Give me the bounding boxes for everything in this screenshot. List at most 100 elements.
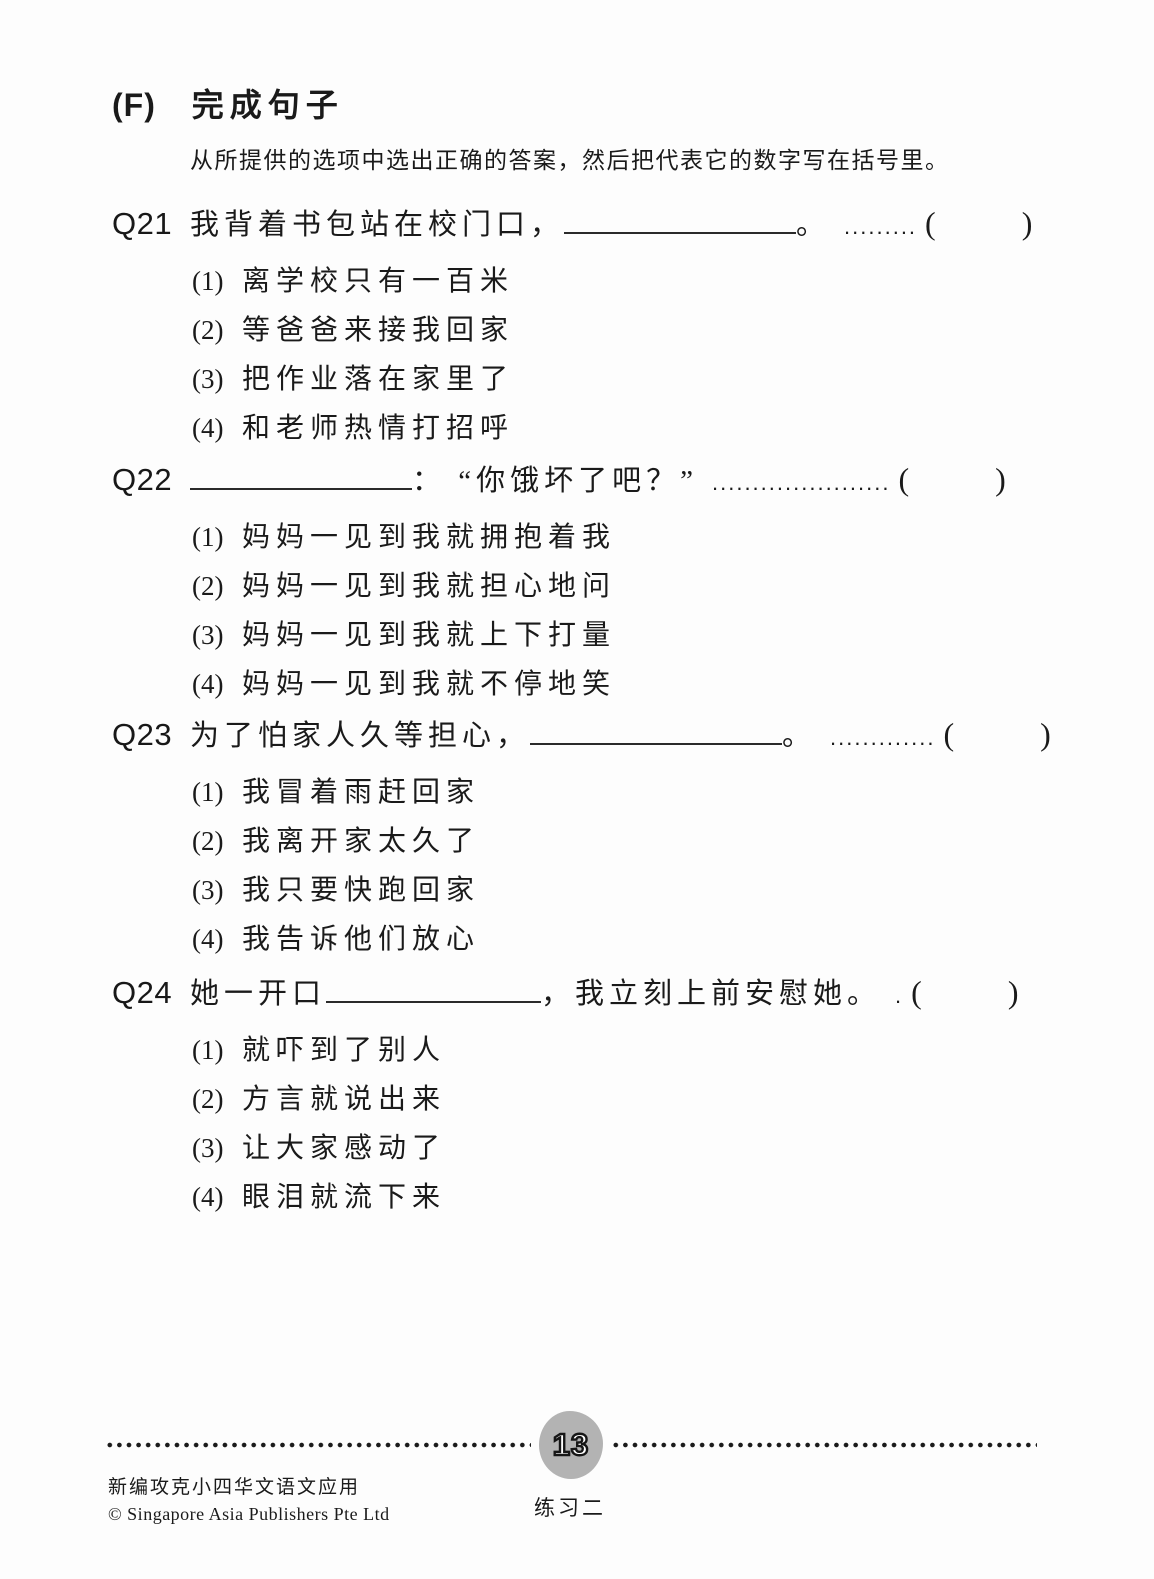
option-row: (2) 我离开家太久了 — [192, 819, 1072, 868]
options-list: (1) 我冒着雨赶回家 (2) 我离开家太久了 (3) 我只要快跑回家 (4) 我告诉他… — [192, 770, 1072, 966]
question-block-q24: Q24 她一开口 ，我立刻上前安慰她。. () (1) 就吓到了别人 (2) 方言就说出来… — [112, 969, 1072, 1224]
option-number: (2) — [192, 571, 224, 601]
exercise-label: 练习二 — [534, 1496, 606, 1520]
option-row: (3) 妈妈一见到我就上下打量 — [192, 613, 1072, 662]
option-row: (2) 等爸爸来接我回家 — [192, 308, 1072, 357]
option-text: 妈妈一见到我就不停地笑 — [242, 669, 617, 700]
options-list: (1) 就吓到了别人 (2) 方言就说出来 (3) 让大家感动了 (4) 眼泪就流下来 — [192, 1028, 1072, 1224]
option-text: 妈妈一见到我就上下打量 — [242, 620, 617, 651]
option-row: (1) 离学校只有一百米 — [192, 259, 1072, 308]
question-line: Q21 我背着书包站在校门口， 。......... () — [112, 200, 1072, 253]
answer-paren-open: ( — [898, 461, 910, 497]
option-text: 方言就说出来 — [242, 1084, 447, 1115]
option-text: 我离开家太久了 — [242, 826, 481, 857]
question-pre-text: 为了怕家人久等担心， — [190, 720, 531, 752]
option-number: (1) — [192, 266, 224, 296]
option-number: (2) — [192, 1084, 224, 1114]
question-block-q21: Q21 我背着书包站在校门口， 。......... () (1) 离学校只有一百米 (… — [112, 200, 1072, 455]
question-pre-text: 她一开口 — [190, 978, 327, 1010]
dotted-rule-left — [105, 1442, 531, 1448]
section-label: (F) — [112, 87, 156, 123]
option-text: 我冒着雨赶回家 — [242, 777, 481, 808]
option-text: 等爸爸来接我回家 — [242, 315, 515, 346]
option-number: (1) — [192, 522, 224, 552]
option-number: (4) — [192, 1182, 224, 1212]
answer-paren-open: ( — [911, 974, 922, 1010]
option-text: 让大家感动了 — [242, 1133, 447, 1164]
question-number: Q22 — [112, 462, 173, 497]
footer-divider: 13 — [105, 1410, 1037, 1480]
question-number: Q21 — [112, 206, 173, 241]
question-post-text: ： “你饿坏了吧？” — [412, 465, 698, 497]
leader-dots: . — [895, 983, 904, 1008]
option-number: (2) — [192, 315, 224, 345]
section-instruction: 从所提供的选项中选出正确的答案，然后把代表它的数字写在括号里。 — [190, 147, 950, 173]
question-line: Q24 她一开口 ，我立刻上前安慰她。. () — [112, 969, 1072, 1022]
option-number: (3) — [192, 620, 224, 650]
footer-imprint: 新编攻克小四华文语文应用 © Singapore Asia Publishers… — [108, 1474, 390, 1528]
option-row: (4) 和老师热情打招呼 — [192, 406, 1072, 455]
answer-blank — [190, 473, 412, 490]
option-text: 妈妈一见到我就拥抱着我 — [242, 522, 617, 553]
question-number: Q24 — [112, 975, 173, 1010]
leader-dots: ............. — [830, 725, 936, 750]
question-line: Q22 ： “你饿坏了吧？”...................... () — [112, 456, 1072, 509]
option-text: 我告诉他们放心 — [242, 924, 481, 955]
page-number-badge: 13 — [539, 1411, 603, 1479]
option-number: (3) — [192, 1133, 224, 1163]
dotted-rule-right — [611, 1442, 1037, 1448]
option-row: (3) 我只要快跑回家 — [192, 868, 1072, 917]
option-text: 把作业落在家里了 — [242, 364, 515, 395]
option-text: 离学校只有一百米 — [242, 266, 515, 297]
option-text: 妈妈一见到我就担心地问 — [242, 571, 617, 602]
leader-dots: ...................... — [712, 470, 891, 495]
answer-paren-close: ) — [1040, 716, 1051, 752]
option-number: (3) — [192, 364, 224, 394]
option-text: 我只要快跑回家 — [242, 875, 481, 906]
answer-blank — [564, 217, 797, 234]
question-post-text: 。 — [782, 720, 817, 752]
option-row: (1) 就吓到了别人 — [192, 1028, 1072, 1077]
option-text: 就吓到了别人 — [242, 1035, 447, 1066]
options-list: (1) 妈妈一见到我就拥抱着我 (2) 妈妈一见到我就担心地问 (3) 妈妈一见到我就… — [192, 515, 1072, 711]
option-row: (4) 我告诉他们放心 — [192, 917, 1072, 966]
option-text: 眼泪就流下来 — [242, 1182, 447, 1213]
question-post-text: ，我立刻上前安慰她。 — [541, 978, 882, 1010]
option-number: (4) — [192, 924, 224, 954]
question-block-q22: Q22 ： “你饿坏了吧？”...................... () (1… — [112, 456, 1072, 711]
book-title: 新编攻克小四华文语文应用 — [108, 1477, 361, 1498]
copyright-line: © Singapore Asia Publishers Pte Ltd — [108, 1504, 390, 1524]
option-number: (3) — [192, 875, 224, 905]
answer-paren-open: ( — [925, 205, 936, 241]
option-row: (3) 让大家感动了 — [192, 1126, 1072, 1175]
question-number: Q23 — [112, 717, 173, 752]
option-row: (1) 我冒着雨赶回家 — [192, 770, 1072, 819]
question-line: Q23 为了怕家人久等担心， 。............. () — [112, 711, 1072, 764]
question-block-q23: Q23 为了怕家人久等担心， 。............. () (1) 我冒着雨赶回家… — [112, 711, 1072, 966]
option-number: (1) — [192, 1035, 224, 1065]
answer-paren-open: ( — [943, 716, 955, 752]
option-number: (4) — [192, 413, 224, 443]
option-number: (2) — [192, 826, 224, 856]
option-number: (4) — [192, 669, 224, 699]
option-row: (4) 妈妈一见到我就不停地笑 — [192, 662, 1072, 711]
answer-paren-close: ) — [1007, 974, 1019, 1010]
answer-blank — [530, 728, 783, 745]
section-title: 完成句子 — [191, 87, 344, 123]
answer-paren-close: ) — [1021, 205, 1033, 241]
option-row: (3) 把作业落在家里了 — [192, 357, 1072, 406]
option-text: 和老师热情打招呼 — [242, 413, 515, 444]
question-pre-text: 我背着书包站在校门口， — [190, 209, 565, 241]
option-row: (2) 妈妈一见到我就担心地问 — [192, 564, 1072, 613]
leader-dots: ......... — [844, 214, 918, 239]
option-number: (1) — [192, 777, 224, 807]
option-row: (4) 眼泪就流下来 — [192, 1175, 1072, 1224]
section-header: (F) 完成句子 — [112, 80, 344, 126]
page-number: 13 — [552, 1426, 590, 1463]
answer-blank — [326, 986, 542, 1003]
option-row: (2) 方言就说出来 — [192, 1077, 1072, 1126]
option-row: (1) 妈妈一见到我就拥抱着我 — [192, 515, 1072, 564]
question-post-text: 。 — [796, 209, 831, 241]
answer-paren-close: ) — [995, 461, 1006, 497]
